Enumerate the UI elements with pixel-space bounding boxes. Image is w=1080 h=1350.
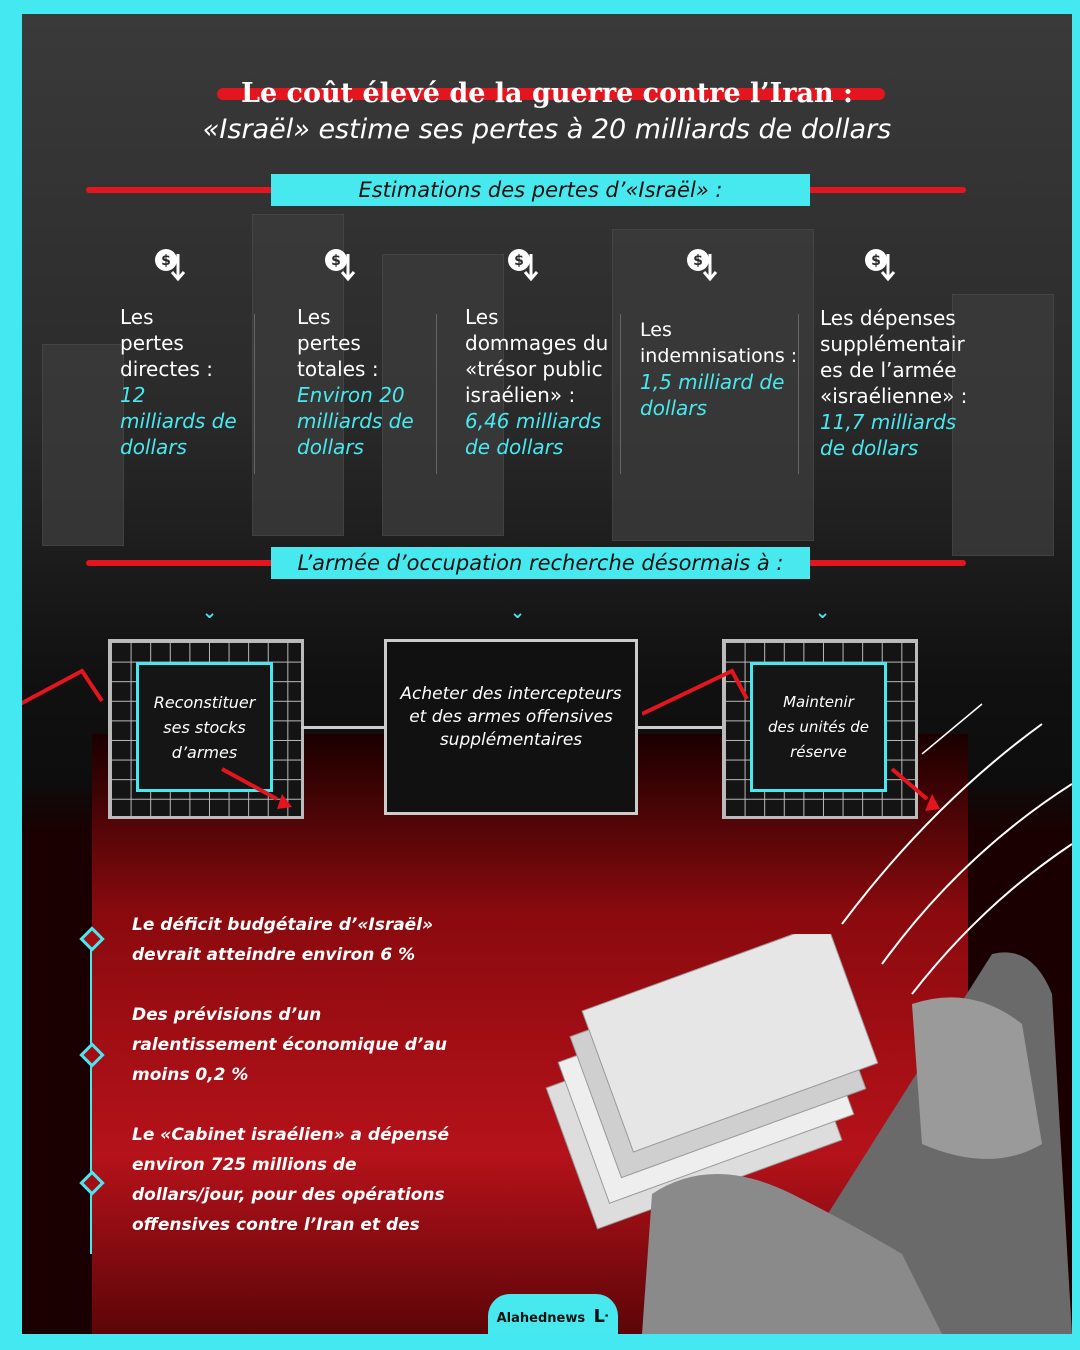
dollar-down-icon: $	[687, 249, 718, 282]
loss-label: Les dommages du «trésor public israélien…	[465, 305, 609, 407]
dollar-down-icon: $	[508, 249, 539, 282]
goal-text: Maintenir des unités de réserve	[768, 692, 869, 761]
loss-item-compensation: Les indemnisations : 1,5 milliard de dol…	[640, 317, 800, 421]
column-separator	[436, 314, 437, 474]
loss-value: 12 milliards de dollars	[120, 383, 237, 459]
loss-value: 6,46 milliards de dollars	[465, 409, 602, 459]
section-heading-goals: L’armée d’occupation recherche désormais…	[271, 547, 810, 579]
title-line-1: Le coût élevé de la guerre contre l’Iran…	[240, 78, 854, 109]
bullet-deficit: Le déficit budgétaire d’«Israël» devrait…	[132, 915, 434, 965]
loss-value: Environ 20 milliards de dollars	[297, 383, 414, 459]
loss-value: 1,5 milliard de dollars	[640, 370, 785, 420]
title-line-2: «Israël» estime ses pertes à 20 milliard…	[202, 114, 892, 145]
infographic-frame: Le coût élevé de la guerre contre l’Iran…	[22, 14, 1072, 1334]
brand-logo: Alahednews ᒷ	[488, 1294, 618, 1334]
trend-arrow-icon	[642, 668, 940, 811]
connector-line	[638, 726, 724, 729]
svg-text:$: $	[331, 253, 341, 269]
loss-item-army: Les dépenses supplémentair es de l’armée…	[820, 305, 980, 461]
building-silhouette	[612, 229, 814, 541]
goal-box-restock: Reconstituer ses stocks d’armes	[136, 662, 273, 792]
loss-label: Les indemnisations :	[640, 319, 798, 367]
title-underline	[217, 88, 885, 100]
column-separator	[620, 314, 621, 474]
goal-box-interceptors: Acheter des intercepteurs et des armes o…	[384, 639, 638, 815]
building-silhouette	[42, 344, 124, 546]
dollar-down-icon: $	[325, 249, 356, 282]
decorative-arcs	[841, 703, 1072, 995]
bullet-slowdown: Des prévisions d’un ralentissement écono…	[132, 1005, 447, 1085]
column-separator	[254, 314, 255, 474]
chevron-down-icon: ⌄	[815, 602, 831, 623]
loss-value: 11,7 milliards de dollars	[820, 410, 957, 460]
brand-name: Alahednews	[496, 1311, 586, 1326]
money-hands-image	[545, 934, 1072, 1334]
connector-line	[301, 726, 385, 729]
dollar-down-icon: $	[865, 249, 896, 282]
svg-text:$: $	[161, 253, 171, 269]
column-separator	[798, 314, 799, 474]
svg-text:$: $	[871, 253, 881, 269]
loss-item-total: Les pertes totales : Environ 20 milliard…	[297, 304, 437, 460]
building-silhouette	[382, 254, 504, 536]
loss-item-direct: Les pertes directes : 12 milliards de do…	[120, 304, 250, 460]
building-silhouette	[952, 294, 1054, 556]
svg-text:$: $	[514, 253, 524, 269]
section-heading-losses: Estimations des pertes d’«Israël» :	[271, 174, 810, 206]
alahed-logo-icon: ᒷ	[593, 1306, 610, 1327]
timeline-line	[90, 934, 92, 1254]
loss-label: Les dépenses supplémentair es de l’armée…	[820, 306, 968, 408]
loss-item-treasury: Les dommages du «trésor public israélien…	[465, 304, 615, 460]
chevron-down-icon: ⌄	[202, 602, 218, 623]
goal-text: Acheter des intercepteurs et des armes o…	[400, 683, 622, 750]
bullet-cabinet-spending: Le «Cabinet israélien» a dépensé environ…	[132, 1125, 450, 1235]
dollar-down-icon: $	[155, 249, 186, 282]
svg-text:$: $	[693, 253, 703, 269]
chevron-down-icon: ⌄	[510, 602, 526, 623]
goal-box-reserves: Maintenir des unités de réserve	[750, 662, 887, 792]
goal-text: Reconstituer ses stocks d’armes	[153, 692, 256, 762]
trend-arrow-icon	[22, 668, 292, 809]
loss-label: Les pertes directes :	[120, 305, 213, 381]
loss-label: Les pertes totales :	[297, 305, 379, 381]
